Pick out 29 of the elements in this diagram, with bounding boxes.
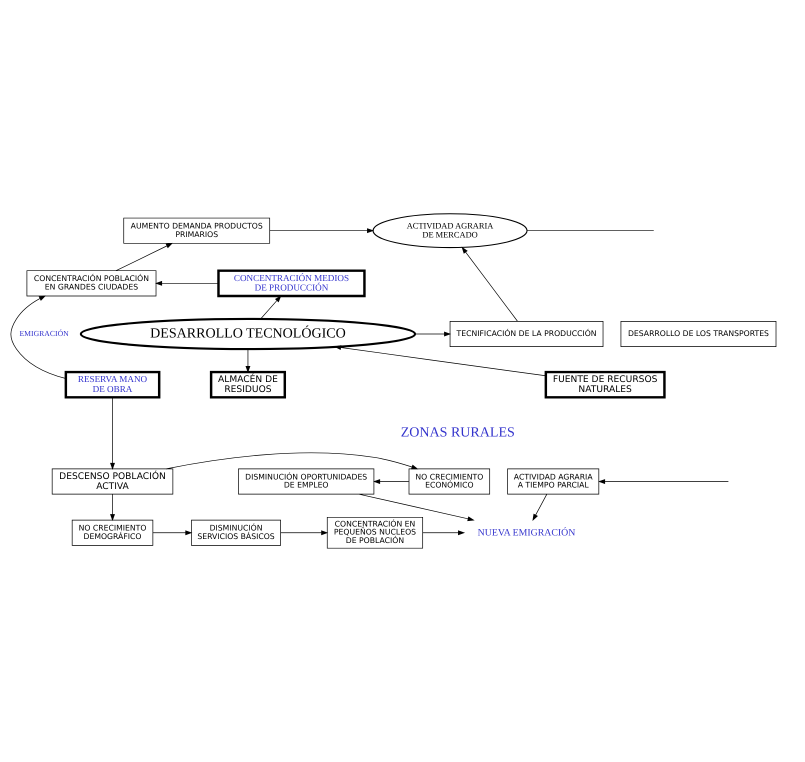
node-ellipse: ACTIVIDAD AGRARIA DE MERCADO [372, 213, 528, 248]
node-box: FUENTE DE RECURSOS NATURALES [544, 370, 666, 399]
arrow [422, 530, 466, 536]
arrow [10, 296, 66, 379]
arrow [246, 348, 250, 373]
edge-label: EMIGRACIÓN [19, 328, 69, 338]
arrow [166, 452, 418, 470]
arrow [270, 228, 374, 234]
node-box: RESERVA MANO DE OBRA [64, 370, 160, 399]
arrow [110, 494, 115, 522]
node-box: CONCENTRACIÓN MEDIOS DE PRODUCCIÓN [217, 269, 366, 298]
arrow [116, 242, 173, 272]
arrow [358, 494, 475, 522]
arrow [152, 530, 192, 536]
label: ZONAS RURALES [400, 424, 515, 441]
node-text: NUEVA EMIGRACIÓN [478, 527, 576, 538]
arrow [110, 397, 115, 470]
arrow [280, 530, 328, 536]
arrow [260, 295, 282, 320]
arrow [462, 246, 518, 322]
node-box: ALMACÉN DE RESIDUOS [210, 370, 286, 399]
arrow [334, 345, 546, 376]
arrow [155, 280, 219, 286]
arrow [598, 479, 729, 484]
connector [526, 230, 654, 232]
arrow [373, 479, 410, 484]
arrow [532, 494, 548, 522]
arrow [414, 332, 452, 336]
node-box: DESCENSO POBLACIÓN ACTIVA [52, 468, 174, 495]
